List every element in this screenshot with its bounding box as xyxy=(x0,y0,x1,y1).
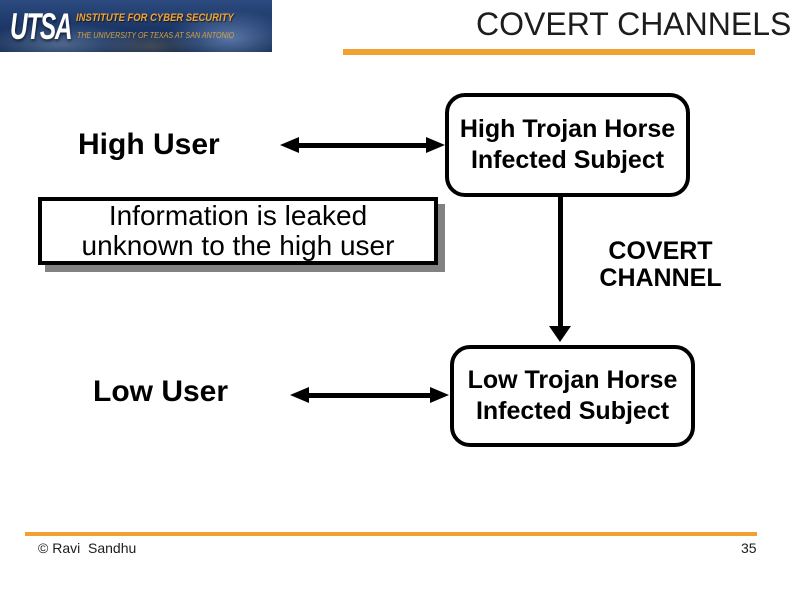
page-title: COVERT CHANNELS xyxy=(476,6,792,42)
footer-page-number: 35 xyxy=(741,540,757,556)
utsa-logo: UTSA xyxy=(10,6,73,47)
institute-name: INSTITUTE FOR CYBER SECURITY xyxy=(76,12,234,24)
info-leak-box: Information is leaked unknown to the hig… xyxy=(38,197,438,265)
info-leak-line1: Information is leaked xyxy=(108,200,368,231)
covert-channel-line2: CHANNEL xyxy=(599,264,722,292)
arrow-right-head-icon xyxy=(426,137,445,153)
arrow-shaft xyxy=(309,392,430,398)
arrow-right-head-icon xyxy=(430,387,449,403)
utsa-banner-image: UTSA INSTITUTE FOR CYBER SECURITY THE UN… xyxy=(0,0,272,52)
high-trojan-box: High Trojan Horse Infected Subject xyxy=(445,93,690,197)
arrow-shaft xyxy=(299,142,426,148)
low-trojan-box: Low Trojan Horse Infected Subject xyxy=(450,345,695,447)
low-user-arrow xyxy=(290,387,449,403)
footer-divider xyxy=(25,532,757,536)
low-trojan-box-line2: Infected Subject xyxy=(475,397,670,425)
high-trojan-box-line2: Infected Subject xyxy=(470,146,665,174)
high-user-label: High User xyxy=(78,128,220,161)
arrow-left-head-icon xyxy=(280,137,299,153)
title-underline xyxy=(343,49,755,55)
footer-copyright: © Ravi Sandhu xyxy=(38,540,137,556)
low-user-label: Low User xyxy=(93,375,229,408)
high-trojan-box-line1: High Trojan Horse xyxy=(459,115,676,143)
arrow-down-head-icon xyxy=(549,326,571,342)
info-leak-line2: unknown to the high user xyxy=(81,230,395,261)
low-trojan-box-line1: Low Trojan Horse xyxy=(467,366,678,394)
high-user-arrow xyxy=(280,137,445,153)
arrow-left-head-icon xyxy=(290,387,309,403)
arrow-shaft xyxy=(558,197,563,327)
covert-channel-line1: COVERT xyxy=(608,237,713,265)
covert-channel-arrow xyxy=(549,197,572,342)
covert-channel-label: COVERT CHANNEL xyxy=(578,238,743,292)
university-name: THE UNIVERSITY OF TEXAS AT SAN ANTONIO xyxy=(77,30,235,40)
